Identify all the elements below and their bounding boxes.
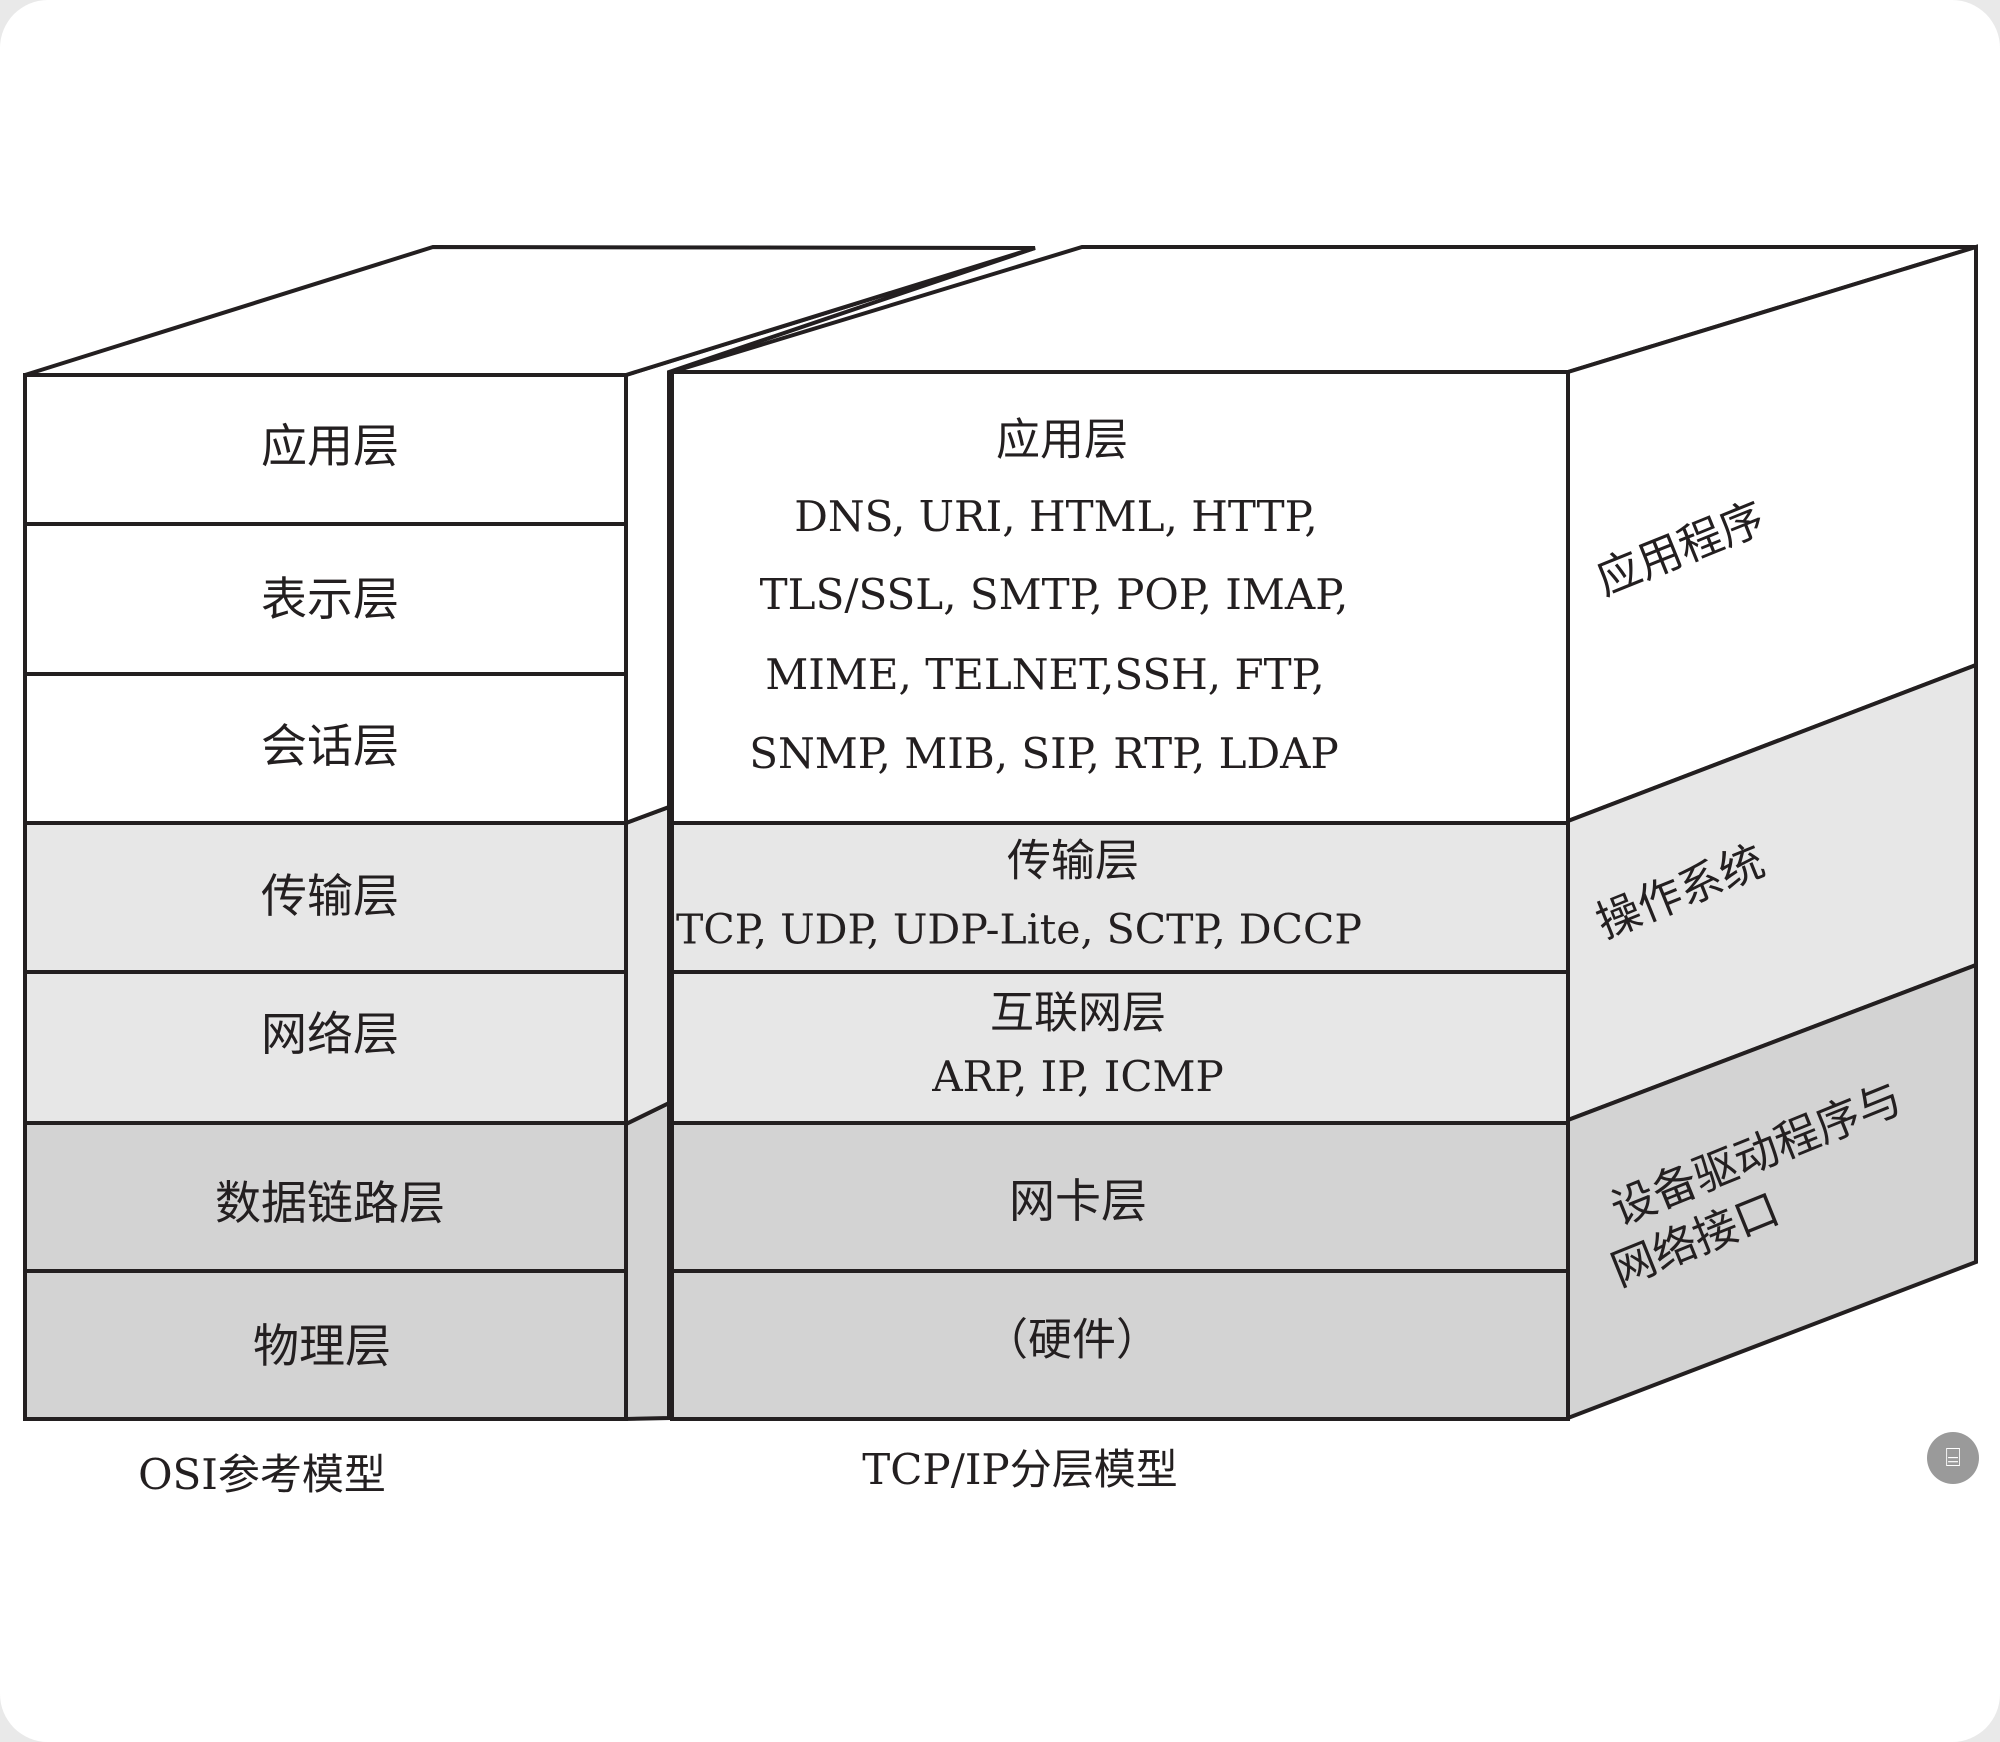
tcpip-transport-protocols: TCP, UDP, UDP-Lite, SCTP, DCCP	[676, 906, 1362, 954]
osi-layer-presentation-box	[23, 522, 628, 676]
tcpip-application-protocols-line-4: SNMP, MIB, SIP, RTP, LDAP	[749, 729, 1338, 778]
tcpip-application-protocols-line-2: TLS/SSL, SMTP, POP, IMAP,	[760, 570, 1349, 619]
tcpip-link-title: 网卡层	[1009, 1174, 1147, 1228]
osi-layer-network-label: 网络层	[261, 1007, 399, 1061]
tcpip-layer-transport-box	[670, 821, 1570, 974]
osi-layer-physical-label: 物理层	[253, 1319, 391, 1373]
tcpip-layer-internet-box	[670, 970, 1570, 1125]
tcpip-hardware-title: （硬件）	[984, 1315, 1160, 1366]
osi-layer-presentation-label: 表示层	[261, 572, 399, 626]
osi-caption: OSI参考模型	[138, 1450, 386, 1499]
osi-layer-network-box	[23, 970, 628, 1125]
osi-layer-session-label: 会话层	[261, 719, 399, 773]
osi-layer-transport-box	[23, 821, 628, 974]
tcpip-internet-protocols: ARP, IP, ICMP	[931, 1052, 1223, 1101]
osi-layer-transport-label: 传输层	[261, 869, 399, 923]
tcpip-layer-application-box	[670, 370, 1570, 825]
tcpip-application-protocols-line-3: MIME, TELNET,SSH, FTP,	[765, 650, 1325, 699]
osi-layer-application-box	[23, 373, 628, 526]
osi-layer-session-box	[23, 672, 628, 825]
text-scan-icon[interactable]: ⌸	[1927, 1432, 1979, 1484]
tcpip-layer-hardware-box	[670, 1269, 1570, 1421]
osi-side-face-middle	[624, 804, 671, 1128]
osi-side-face-lower	[624, 1099, 671, 1422]
tcpip-transport-title: 传输层	[1007, 836, 1139, 887]
osi-layer-physical-box	[23, 1269, 628, 1421]
tcpip-internet-title: 互联网层	[990, 988, 1166, 1039]
tcpip-application-protocols-line-1: DNS, URI, HTML, HTTP,	[794, 492, 1317, 541]
osi-layer-application-label: 应用层	[261, 419, 399, 473]
osi-layer-datalink-label: 数据链路层	[215, 1176, 445, 1230]
tcpip-application-title: 应用层	[996, 415, 1128, 466]
osi-layer-datalink-box	[23, 1121, 628, 1273]
tcpip-caption: TCP/IP分层模型	[862, 1445, 1177, 1494]
